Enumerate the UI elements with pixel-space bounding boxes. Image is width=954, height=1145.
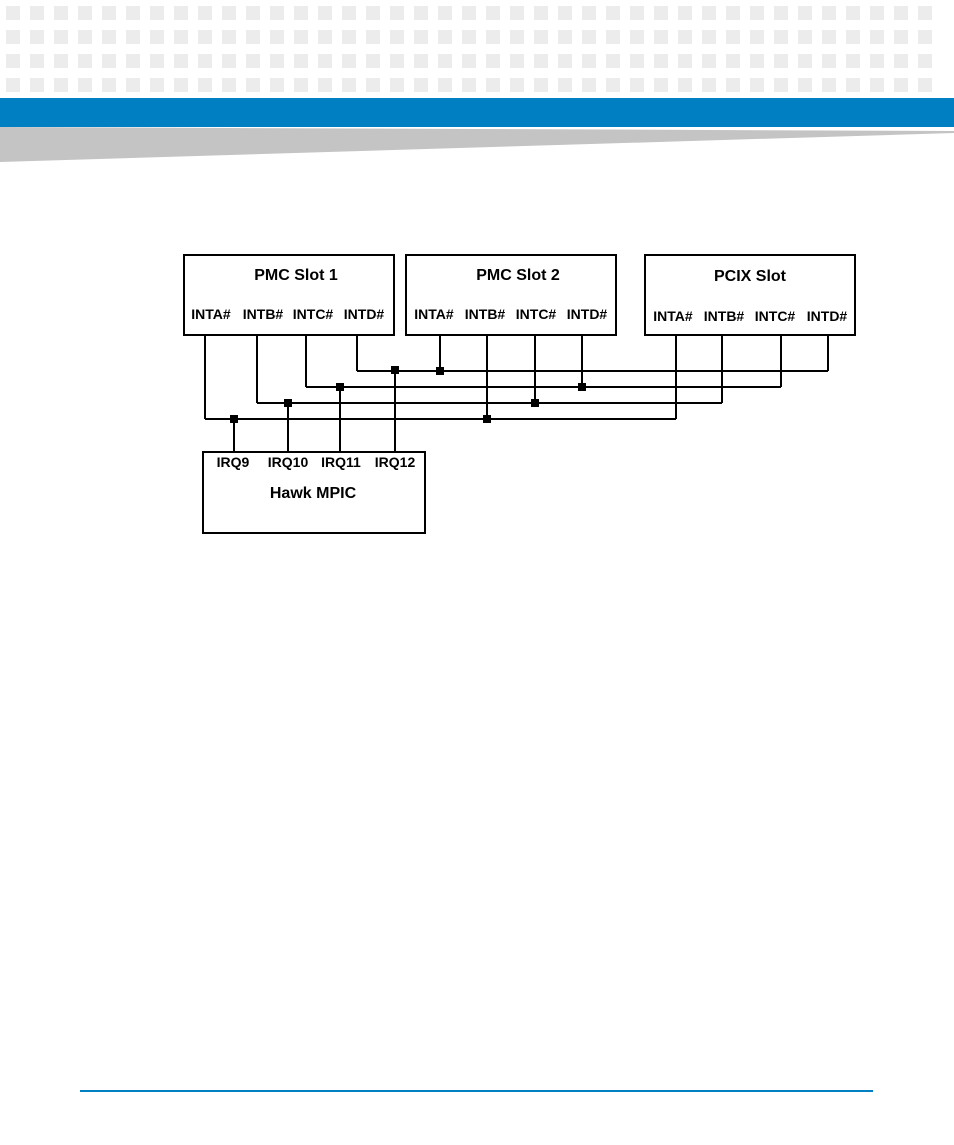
pmc-slot-2-pin-intb: INTB# [465, 306, 506, 322]
pcix-slot-pin-intc: INTC# [755, 308, 796, 324]
pmc-slot-1-pin-inta: INTA# [191, 306, 231, 322]
pmc-slot-2-pin-intc: INTC# [516, 306, 557, 322]
pmc-slot-2-box: PMC Slot 2 INTA# INTB# INTC# INTD# [405, 254, 617, 336]
irq11-label: IRQ11 [321, 454, 361, 470]
irq12-label: IRQ12 [375, 454, 416, 470]
pmc-slot-1-pin-intd: INTD# [344, 306, 385, 322]
pcix-slot-pin-intb: INTB# [704, 308, 745, 324]
interrupt-wires [204, 335, 829, 452]
pmc-slot-2-title: PMC Slot 2 [476, 267, 560, 284]
header-wedge [0, 127, 954, 162]
pmc-slot-1-pin-intc: INTC# [293, 306, 334, 322]
irq9-label: IRQ9 [217, 454, 250, 470]
interrupt-routing-diagram: PMC Slot 1 INTA# INTB# INTC# INTD# PMC S… [183, 254, 856, 534]
pmc-slot-2-pin-inta: INTA# [414, 306, 454, 322]
pmc-slot-1-box: PMC Slot 1 INTA# INTB# INTC# INTD# [183, 254, 395, 336]
pmc-slot-2-pin-intd: INTD# [567, 306, 608, 322]
junction-dots [230, 366, 586, 423]
footer-rule [80, 1090, 873, 1092]
header-pattern [6, 6, 932, 92]
pcix-slot-box: PCIX Slot INTA# INTB# INTC# INTD# [644, 254, 856, 336]
hawk-mpic-box: IRQ9 IRQ10 IRQ11 IRQ12 Hawk MPIC [202, 451, 426, 534]
hawk-mpic-title: Hawk MPIC [270, 485, 357, 502]
pcix-slot-pin-inta: INTA# [653, 308, 693, 324]
pmc-slot-1-title: PMC Slot 1 [254, 267, 338, 284]
header-band [0, 98, 954, 127]
pcix-slot-pin-intd: INTD# [807, 308, 848, 324]
pmc-slot-1-pin-intb: INTB# [243, 306, 284, 322]
irq10-label: IRQ10 [268, 454, 309, 470]
pcix-slot-title: PCIX Slot [714, 268, 787, 285]
